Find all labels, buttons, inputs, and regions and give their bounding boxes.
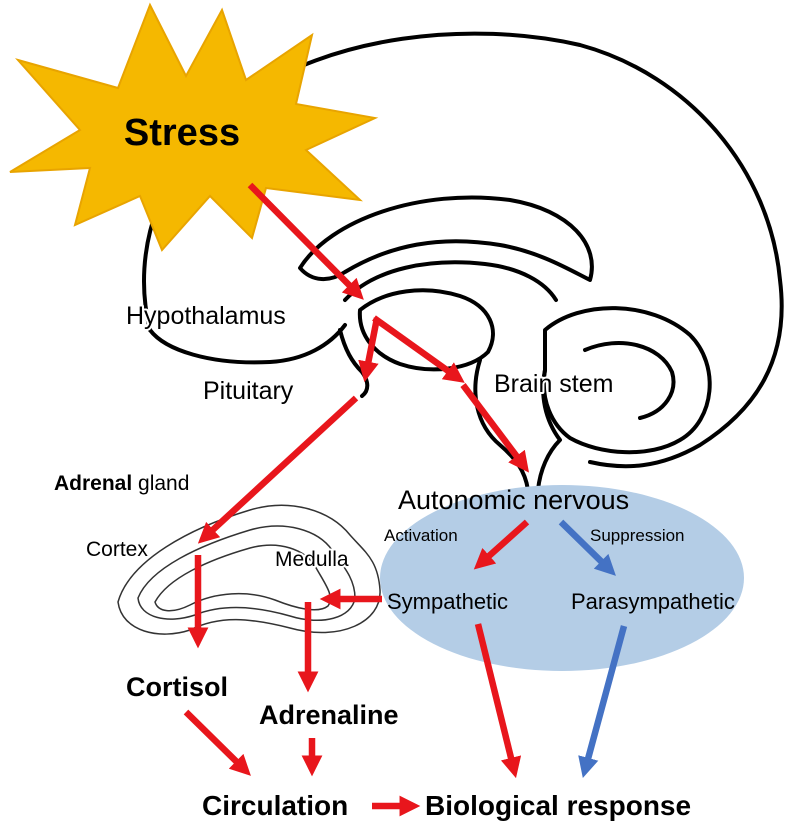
arrow-pituitary-cortex [204, 398, 356, 538]
autonomic-nervous-label: Autonomic nervous [398, 485, 629, 515]
arrow-hypothalamus-pituitary [366, 318, 377, 374]
adrenal-gland-label: Adrenal gland [54, 472, 189, 495]
corpus-callosum [300, 197, 592, 280]
adrenal-middle [138, 526, 355, 620]
adrenal-label-bold: Adrenal [54, 472, 132, 495]
medulla-label: Medulla [275, 548, 349, 571]
frontal-lower-outline [150, 325, 345, 362]
adrenal-label-rest: gland [132, 472, 189, 495]
cortex-label: Cortex [86, 538, 148, 561]
biological-response-label: Biological response [425, 790, 691, 821]
suppression-label: Suppression [590, 526, 685, 545]
hypothalamus-label: Hypothalamus [126, 302, 286, 330]
activation-label: Activation [384, 526, 458, 545]
sympathetic-label: Sympathetic [387, 589, 508, 614]
pituitary-stalk [340, 330, 367, 396]
arrow-cortisol-circulation [186, 712, 245, 770]
adrenaline-label: Adrenaline [259, 700, 399, 730]
arrow-stress-hypothalamus [250, 185, 358, 294]
stress-label: Stress [124, 112, 240, 154]
pituitary-label: Pituitary [203, 377, 294, 405]
parasympathetic-label: Parasympathetic [571, 589, 735, 614]
circulation-label: Circulation [202, 790, 348, 821]
cortisol-label: Cortisol [126, 672, 228, 702]
brain-stem-label: Brain stem [494, 370, 613, 398]
